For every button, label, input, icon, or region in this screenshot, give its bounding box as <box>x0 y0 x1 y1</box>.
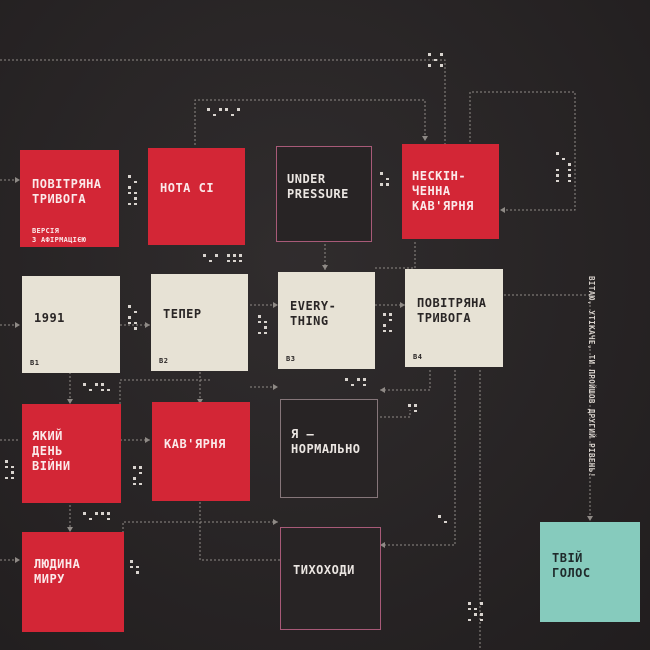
dot-marker <box>83 383 110 391</box>
tile-yakyi-den-viiny[interactable]: ЯКИЙ ДЕНЬ ВІЙНИ <box>22 404 121 503</box>
tile-title: ЛЮДИНА МИРУ <box>34 557 81 586</box>
dot-marker <box>383 313 392 332</box>
dot-marker <box>130 560 139 574</box>
dot-marker <box>428 53 443 67</box>
tile-povitriana-tryvoha[interactable]: ПОВІТРЯНА ТРИВОГА B4 <box>405 269 503 367</box>
tile-title: 1991 <box>34 311 65 325</box>
tile-title: ПОВІТРЯНА ТРИВОГА <box>417 296 487 325</box>
tile-title: ПОВІТРЯНА ТРИВОГА <box>32 177 102 206</box>
tile-title: UNDER PRESSURE <box>287 172 349 201</box>
dot-marker <box>133 466 142 485</box>
tile-title: НЕСКІН- ЧЕННА КАВ'ЯРНЯ <box>412 169 474 213</box>
tile-tvii-holos[interactable]: ТВІЙ ГОЛОС <box>540 522 640 622</box>
tile-teper[interactable]: ТЕПЕР B2 <box>151 274 248 371</box>
dot-marker <box>5 460 14 479</box>
tile-title: ЯКИЙ ДЕНЬ ВІЙНИ <box>32 429 71 473</box>
tile-title: КАВ'ЯРНЯ <box>164 437 226 451</box>
dot-marker <box>438 515 447 523</box>
dot-marker <box>128 175 137 205</box>
dot-marker <box>408 404 417 412</box>
tile-title: ТВІЙ ГОЛОС <box>552 551 591 580</box>
dot-marker <box>128 305 137 330</box>
tile-liudyna-myru[interactable]: ЛЮДИНА МИРУ <box>22 532 124 632</box>
tile-title: EVERY- THING <box>290 299 337 328</box>
dot-marker <box>380 172 389 186</box>
tile-title: Я — НОРМАЛЬНО <box>291 427 361 456</box>
tile-povitriana-tryvoha-afirmatsii[interactable]: ПОВІТРЯНА ТРИВОГА ВЕРСІЯ З АФІРМАЦІЄЮ <box>20 150 119 247</box>
tile-title: ТЕПЕР <box>163 307 202 321</box>
level-complete-note: ВІТАЮ, УТІКАЧЕ, ТИ ПРОЙШОВ ДРУГИЙ РІВЕНЬ… <box>587 276 596 478</box>
tile-neskinchenna-kavyarnia[interactable]: НЕСКІН- ЧЕННА КАВ'ЯРНЯ <box>402 144 499 239</box>
dot-marker <box>468 602 483 621</box>
dot-marker <box>258 315 267 334</box>
tile-code: B4 <box>413 353 423 361</box>
tile-code: B2 <box>159 357 169 365</box>
dot-marker <box>203 254 242 262</box>
tile-everything[interactable]: EVERY- THING B3 <box>278 272 375 369</box>
tile-code: B3 <box>286 355 296 363</box>
tile-tykhokhody[interactable]: ТИХОХОДИ <box>280 527 381 630</box>
dot-marker <box>556 152 571 182</box>
tile-nota-si[interactable]: НОТА СІ <box>148 148 245 245</box>
dot-marker <box>207 108 240 116</box>
tile-ya-normalno[interactable]: Я — НОРМАЛЬНО <box>280 399 378 498</box>
tile-title: НОТА СІ <box>160 181 215 195</box>
tile-1991[interactable]: 1991 B1 <box>22 276 120 373</box>
dot-marker <box>83 512 110 520</box>
tile-under-pressure[interactable]: UNDER PRESSURE <box>276 146 372 242</box>
dot-marker <box>345 378 366 386</box>
tile-title: ТИХОХОДИ <box>293 563 355 577</box>
tile-kavyarnia[interactable]: КАВ'ЯРНЯ <box>152 402 250 501</box>
tile-subtitle: ВЕРСІЯ З АФІРМАЦІЄЮ <box>32 227 87 244</box>
tile-code: B1 <box>30 359 40 367</box>
